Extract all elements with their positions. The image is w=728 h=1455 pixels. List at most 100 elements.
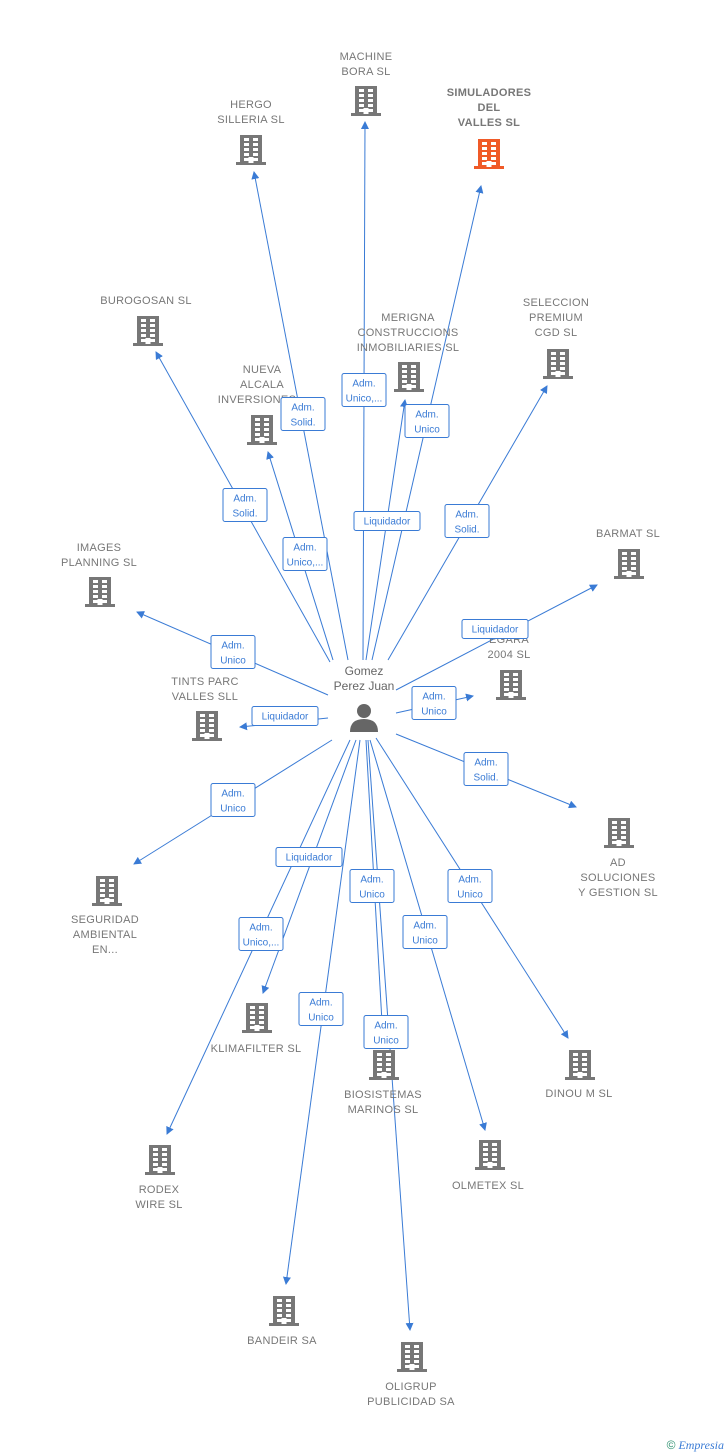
company-building-icon-seguridad[interactable] <box>92 876 122 906</box>
relation-label-seleccion[interactable]: Adm.Solid. <box>444 504 490 538</box>
company-label-line: BUROGOSAN SL <box>100 295 192 307</box>
company-label-line: BANDEIR SA <box>247 1335 317 1347</box>
company-label-line: SEGURIDAD <box>71 914 139 926</box>
relation-label-tints[interactable]: Liquidador <box>251 706 319 726</box>
relation-label-merigna[interactable]: Liquidador <box>353 511 421 531</box>
relation-text: Adm.Solid. <box>454 510 479 536</box>
relation-text: Adm.Unico <box>414 410 440 436</box>
relation-label-rodex[interactable]: Adm.Unico,... <box>238 917 284 951</box>
brand-name: Empresia <box>678 1438 724 1452</box>
company-label-line: WIRE SL <box>135 1199 182 1211</box>
relation-text: Adm.Unico <box>220 641 246 667</box>
person-icon[interactable] <box>350 704 378 732</box>
relation-label-burogosan[interactable]: Adm.Solid. <box>222 488 268 522</box>
relation-label-egara[interactable]: Adm.Unico <box>411 686 457 720</box>
company-label-burogosan[interactable]: BUROGOSAN SL <box>100 295 192 307</box>
relation-box <box>363 1015 409 1049</box>
relation-box <box>404 404 450 438</box>
relation-text: Adm.Solid. <box>290 403 315 429</box>
relation-label-machine[interactable]: Adm.Unico,... <box>341 373 387 407</box>
relation-box <box>447 869 493 903</box>
relation-box <box>349 869 395 903</box>
company-building-icon-burogosan[interactable] <box>133 316 163 346</box>
watermark[interactable]: ©Empresia <box>667 1438 724 1453</box>
company-building-icon-tints[interactable] <box>192 711 222 741</box>
relation-box <box>444 504 490 538</box>
relation-label-ad[interactable]: Adm.Solid. <box>463 752 509 786</box>
relation-text: Adm.Unico,... <box>287 543 324 569</box>
relation-text: Adm.Unico <box>412 921 438 947</box>
company-building-icon-olmetex[interactable] <box>475 1140 505 1170</box>
company-label-dinou[interactable]: DINOU M SL <box>545 1088 612 1100</box>
company-building-icon-hergo[interactable] <box>236 135 266 165</box>
company-building-icon-bandeir[interactable] <box>269 1296 299 1326</box>
company-label-line: BIOSISTEMAS <box>344 1089 422 1101</box>
company-label-line: OLIGRUP <box>385 1381 437 1393</box>
relation-text: Adm.Unico <box>308 998 334 1024</box>
relation-box <box>280 397 326 431</box>
company-building-icon-biosistemas[interactable] <box>369 1050 399 1080</box>
company-building-icon-images[interactable] <box>85 577 115 607</box>
company-building-icon-machine[interactable] <box>351 86 381 116</box>
company-building-icon-klimafilter[interactable] <box>242 1003 272 1033</box>
company-label-line: BORA SL <box>341 66 390 78</box>
company-label-line: TINTS PARC <box>171 676 239 688</box>
company-label-line: PLANNING SL <box>61 557 137 569</box>
relation-label-nueva[interactable]: Adm.Unico,... <box>282 537 328 571</box>
company-label-line: MERIGNA <box>381 312 435 324</box>
company-label-line: HERGO <box>230 99 272 111</box>
company-label-klimafilter[interactable]: KLIMAFILTER SL <box>211 1043 302 1055</box>
relation-label-biosistemas[interactable]: Adm.Unico <box>349 869 395 903</box>
relation-box <box>341 373 387 407</box>
relation-labels-layer: Adm.Unico,...Adm.UnicoAdm.Solid.Adm.Soli… <box>210 373 529 1049</box>
company-building-icon-barmat[interactable] <box>614 549 644 579</box>
company-label-olmetex[interactable]: OLMETEX SL <box>452 1180 524 1192</box>
company-building-icon-merigna[interactable] <box>394 362 424 392</box>
company-label-biosistemas[interactable]: BIOSISTEMAS MARINOS SL <box>344 1089 422 1116</box>
company-label-line: DEL <box>478 102 501 114</box>
person-name-line: Perez Juan <box>334 679 395 693</box>
relation-label-barmat[interactable]: Liquidador <box>461 619 529 639</box>
relation-text: Adm.Solid. <box>232 494 257 520</box>
company-label-line: MARINOS SL <box>348 1104 419 1116</box>
company-building-icon-egara[interactable] <box>496 670 526 700</box>
company-building-icon-seleccion[interactable] <box>543 349 573 379</box>
relation-label-images[interactable]: Adm.Unico <box>210 635 256 669</box>
company-building-icon-dinou[interactable] <box>565 1050 595 1080</box>
relation-label-klimafilter[interactable]: Liquidador <box>275 847 343 867</box>
company-building-icon-simuladores[interactable] <box>474 139 504 169</box>
company-building-icon-oligrup[interactable] <box>397 1342 427 1372</box>
relation-text: Liquidador <box>364 517 411 528</box>
relation-text: Adm.Unico <box>457 875 483 901</box>
relation-label-hergo[interactable]: Adm.Solid. <box>280 397 326 431</box>
relation-label-simuladores[interactable]: Adm.Unico <box>404 404 450 438</box>
company-label-bandeir[interactable]: BANDEIR SA <box>247 1335 317 1347</box>
company-building-icon-rodex[interactable] <box>145 1145 175 1175</box>
relation-label-oligrup[interactable]: Adm.Unico <box>363 1015 409 1049</box>
company-building-icon-nueva[interactable] <box>247 415 277 445</box>
relation-label-dinou[interactable]: Adm.Unico <box>447 869 493 903</box>
relation-label-seguridad[interactable]: Adm.Unico <box>210 783 256 817</box>
company-label-line: 2004 SL <box>487 649 530 661</box>
relation-label-olmetex[interactable]: Adm.Unico <box>402 915 448 949</box>
company-label-barmat[interactable]: BARMAT SL <box>596 528 660 540</box>
company-label-line: SIMULADORES <box>447 87 532 99</box>
relation-label-bandeir[interactable]: Adm.Unico <box>298 992 344 1026</box>
company-building-icon-ad[interactable] <box>604 818 634 848</box>
relation-text: Adm.Unico <box>373 1021 399 1047</box>
